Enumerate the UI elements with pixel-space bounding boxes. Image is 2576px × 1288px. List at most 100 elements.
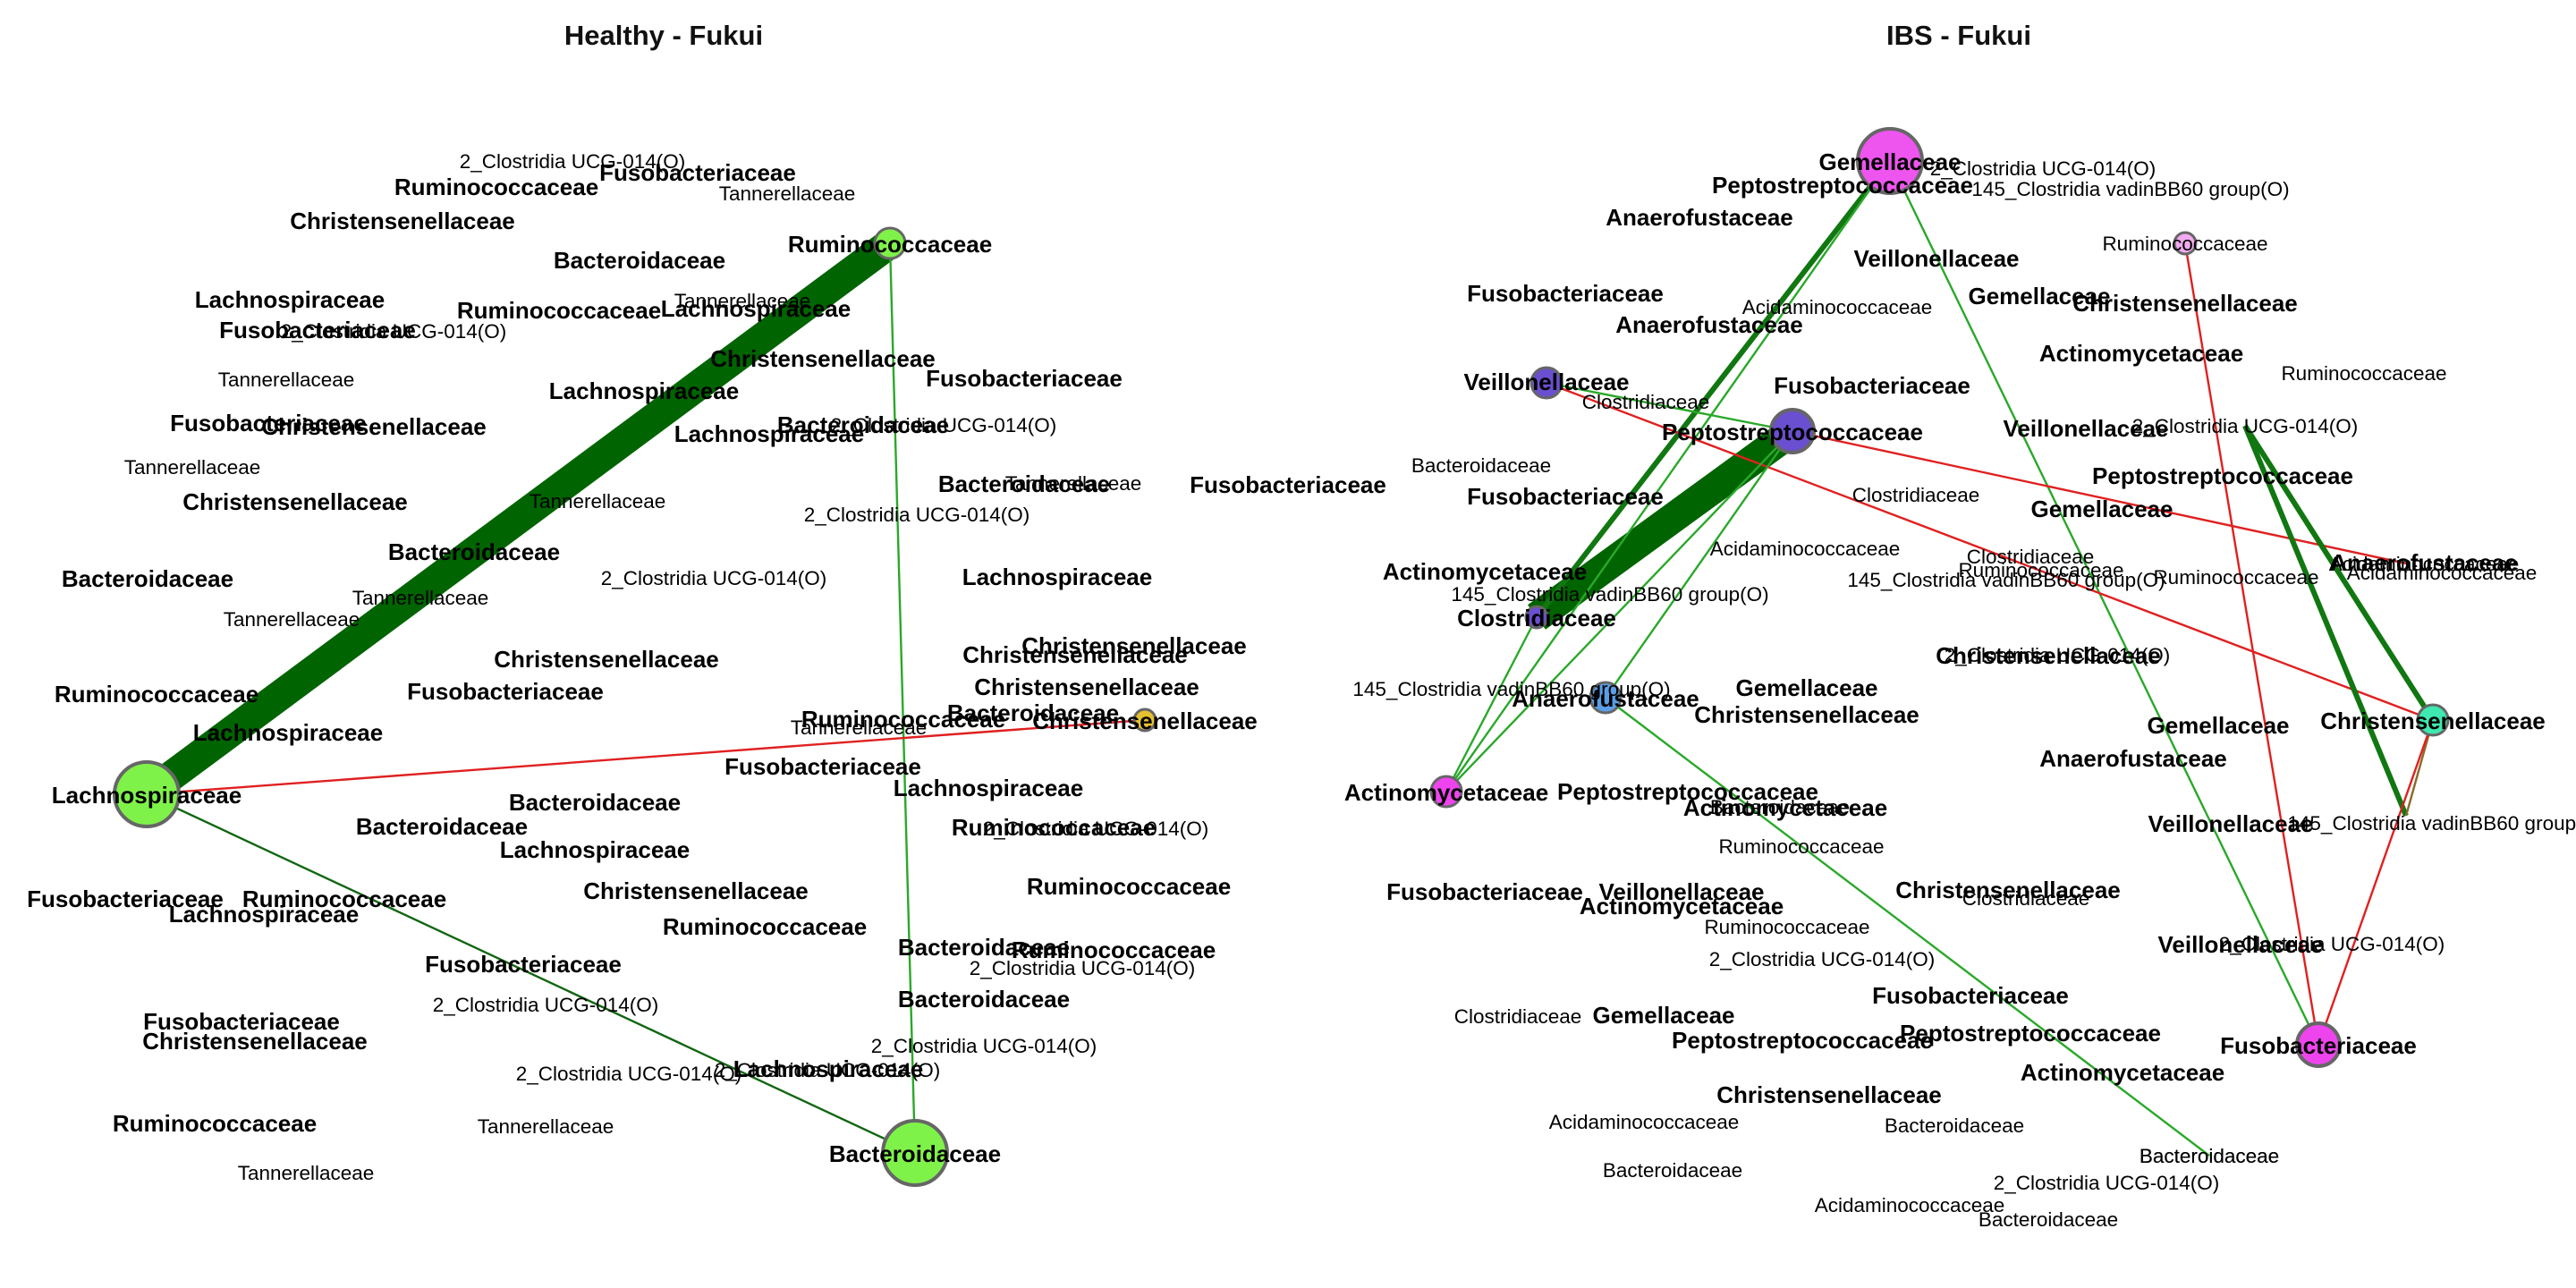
healthy-taxon-label: Tannerellaceae [218, 369, 355, 391]
ibs-taxon-label: Clostridiaceae [1962, 887, 2090, 910]
ibs-node [2295, 1021, 2342, 1068]
labels-layer: RuminococcaceaeLachnospiraceaeBacteroida… [27, 148, 2576, 1231]
ibs-taxon-label: Christensenellaceae [1936, 642, 2160, 669]
healthy-taxon-label: 2_Clostridia UCG-014(O) [983, 818, 1209, 840]
healthy-node-label: Christensenellaceae [1032, 708, 1257, 734]
ibs-taxon-label: Acidaminococcaceae [1710, 538, 1901, 560]
ibs-taxon-label: Clostridiaceae [1582, 391, 1710, 413]
ibs-taxon-label: Actinomycetaceae [1383, 558, 1587, 585]
ibs-taxon-label: 2_Clostridia UCG-014(O) [1930, 157, 2157, 180]
ibs-node [1589, 681, 1623, 715]
healthy-taxon-label: Christensenellaceae [962, 641, 1187, 668]
healthy-edge-positive [137, 231, 900, 807]
ibs-taxon-label: Ruminococcaceae [1704, 916, 1869, 938]
ibs-taxon-label: Acidaminococcaceae [2347, 562, 2538, 584]
healthy-taxon-label: Christensenellaceae [261, 413, 486, 440]
ibs-taxon-label: Veillonellaceae [1853, 245, 2019, 272]
ibs-edge-positive [2242, 424, 2436, 722]
healthy-taxon-label: Tannerellaceae [478, 1115, 614, 1138]
healthy-taxon-label: Fusobacteriaceae [27, 886, 224, 912]
healthy-taxon-label: Christensenellaceae [142, 1028, 367, 1055]
ibs-node [2173, 231, 2198, 256]
ibs-taxon-label: Anaerofustaceae [1615, 311, 1803, 338]
healthy-edge-negative [146, 718, 1146, 796]
healthy-taxon-label: Bacteroidaceae [509, 789, 681, 816]
healthy-taxon-label: Ruminococcaceae [801, 706, 1005, 733]
ibs-taxon-label: Veillonellaceae [2003, 415, 2168, 442]
ibs-taxon-label: Fusobacteriaceae [1386, 878, 1583, 905]
ibs-taxon-label: 145_Clostridia vadinBB60 group(O) [1971, 178, 2289, 200]
healthy-taxon-label: 2_Clostridia UCG-014(O) [433, 994, 659, 1016]
healthy-taxon-label: Bacteroidaceae [62, 565, 233, 592]
ibs-taxon-label: Gemellaceae [1735, 674, 1877, 701]
healthy-taxon-label: 2_Clostridia UCG-014(O) [970, 957, 1196, 979]
ibs-taxon-label: Veillonellaceae [2157, 931, 2323, 958]
ibs-taxon-label: Acidaminococcaceae [1742, 296, 1933, 318]
ibs-taxon-label: 2_Clostridia UCG-014(O) [1709, 948, 1936, 970]
ibs-edge-positive [1546, 381, 1793, 433]
ibs-taxon-label: Peptostreptococcaceae [1672, 1027, 1933, 1054]
ibs-taxon-label: Veillonellaceae [1598, 878, 1764, 905]
healthy-node [873, 226, 907, 260]
healthy-node [113, 760, 181, 828]
ibs-node-label: Actinomycetaceae [1344, 779, 1548, 806]
ibs-node-label: Bacteroidaceae [2140, 1145, 2279, 1167]
healthy-taxon-label: 2_Clostridia UCG-014(O) [831, 414, 1057, 436]
ibs-node-label: 2_Clostridia UCG-014(O) [2132, 415, 2359, 437]
ibs-taxon-label: Ruminococcaceae [2153, 566, 2318, 589]
ibs-node [1856, 127, 1924, 195]
healthy-taxon-label: 2_Clostridia UCG-014(O) [460, 150, 686, 173]
ibs-edge-positive [1445, 616, 1538, 792]
healthy-taxon-label: Fusobacteriaceae [926, 365, 1123, 392]
ibs-taxon-label: Bacteroidaceae [1411, 454, 1551, 477]
ibs-taxon-label: Peptostreptococcaceae [2092, 462, 2353, 489]
ibs-taxon-label: Actinomycetaceae [2021, 1059, 2224, 1086]
ibs-taxon-label: Peptostreptococcaceae [1712, 172, 1973, 199]
healthy-taxon-label: Lachnospiraceae [549, 377, 739, 404]
healthy-taxon-label: Fusobacteriaceae [407, 678, 604, 705]
healthy-taxon-label: Lachnospiraceae [500, 836, 690, 863]
ibs-taxon-label: Fusobacteriaceae [1872, 982, 2069, 1009]
healthy-taxon-label: Tannerellaceae [1005, 472, 1142, 495]
healthy-taxon-label: Fusobacteriaceae [170, 410, 367, 436]
ibs-taxon-label: Clostridiaceae [1852, 484, 1980, 506]
ibs-taxon-label: Ruminococcaceae [2281, 362, 2446, 385]
healthy-taxon-label: Christensenellaceae [710, 345, 935, 372]
ibs-node-label: Fusobacteriaceae [2220, 1032, 2417, 1059]
ibs-taxon-label: Gemellaceae [2030, 496, 2173, 522]
ibs-node-label: Gemellaceae [1818, 148, 1961, 175]
healthy-taxon-label: 2_Clostridia UCG-014(O) [281, 320, 507, 343]
ibs-taxon-label: Fusobacteriaceae [1467, 483, 1664, 510]
panel-title-ibs: IBS - Fukui [1886, 20, 2031, 51]
ibs-taxon-label: Peptostreptococcaceae [1557, 778, 1818, 805]
healthy-taxon-label: Lachnospiraceae [674, 420, 864, 447]
ibs-node [1769, 408, 1816, 454]
healthy-taxon-label: Fusobacteriaceae [724, 753, 921, 780]
ibs-edge-positive [1445, 430, 1793, 792]
ibs-node-label: 145_Clostridia vadinBB60 group(O) [2287, 812, 2576, 835]
ibs-taxon-label: Bacteroidaceae [2140, 1145, 2279, 1167]
ibs-taxon-label: Clostridiaceae [1967, 546, 2095, 568]
ibs-taxon-label: Fusobacteriaceae [1467, 280, 1664, 307]
ibs-node [2416, 703, 2450, 737]
ibs-edge-positive [1445, 160, 1891, 792]
healthy-taxon-label: Tannerellaceae [352, 587, 489, 609]
ibs-taxon-label: Acidaminococcaceae [1549, 1111, 1740, 1133]
ibs-edge-positive [1888, 160, 2320, 1046]
ibs-edge-negative [2183, 242, 2320, 1046]
healthy-taxon-label: Bacteroidaceae [898, 934, 1070, 961]
healthy-taxon-label: Tannerellaceae [224, 608, 360, 631]
healthy-taxon-label: Christensenellaceae [494, 646, 718, 673]
ibs-taxon-label: Christensenellaceae [1694, 701, 1919, 728]
ibs-taxon-label: Anaerofustaceae [2330, 549, 2518, 576]
ibs-taxon-label: 145_Clostridia vadinBB60 group(O) [1352, 678, 1670, 700]
healthy-taxon-label: Ruminococcaceae [1012, 936, 1216, 963]
ibs-edge-positive [1605, 430, 1793, 699]
ibs-node [1524, 605, 1549, 630]
ibs-edge-positive [1528, 419, 1801, 630]
healthy-taxon-label: Ruminococcaceae [113, 1110, 317, 1137]
ibs-node-label: Acidaminococcaceae [2329, 553, 2520, 575]
ibs-taxon-label: 2_Clostridia UCG-014(O) [1994, 1172, 2220, 1194]
healthy-taxon-label: Bacteroidaceae [356, 813, 528, 840]
